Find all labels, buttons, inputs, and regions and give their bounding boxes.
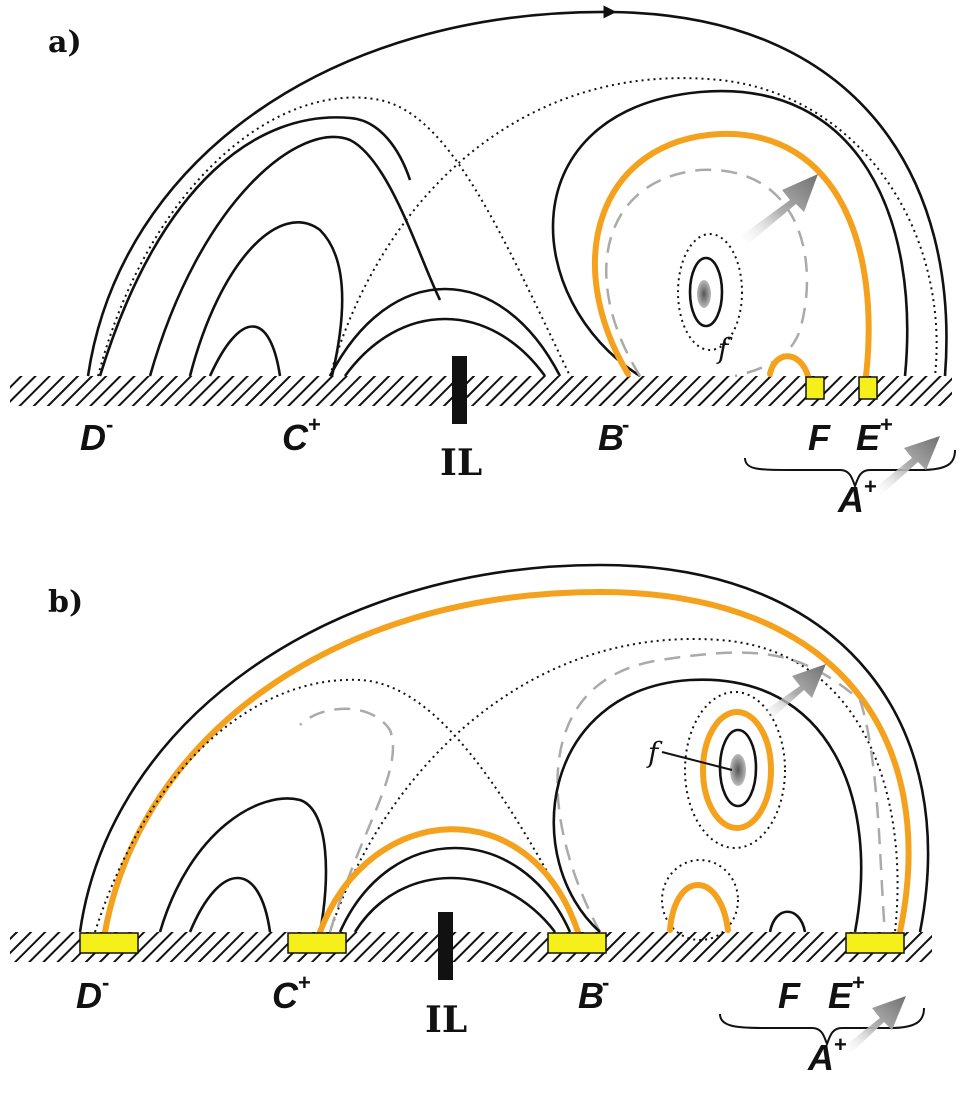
separatrix-right-b (329, 637, 899, 933)
cb-field-line-outer-b (338, 846, 572, 933)
rope-reconnected-loop-b (700, 709, 774, 831)
label-e-sign-a: + (880, 412, 893, 437)
label-e-sign-b: + (852, 970, 865, 995)
label-a-a: A (837, 479, 864, 520)
il-label-b: IL (425, 999, 467, 1041)
label-a-sign-b: + (834, 1032, 847, 1057)
rope-separatrix-b (684, 691, 786, 849)
dc-inner-field-line-a (188, 221, 344, 377)
footpoint-f-a (805, 376, 825, 400)
rope-rise-arrow-b (760, 664, 826, 722)
footpoint-e-a (858, 376, 878, 400)
dc-inner-field-line-b (188, 876, 272, 933)
dc-field-line-outer-a (98, 116, 412, 377)
footpoint-b-b (547, 932, 607, 954)
label-f-b: F (778, 975, 801, 1016)
flux-rope-b (718, 728, 758, 808)
label-b-sign-a: - (622, 412, 629, 437)
small-reconnected-loop-a (767, 353, 811, 379)
ea-field-line-b (552, 678, 863, 933)
label-d-sign-a: - (106, 412, 113, 437)
reconnected-loop-a (592, 130, 872, 379)
flux-rope-a (688, 256, 724, 328)
label-b-b: B (578, 975, 604, 1016)
label-b-a: B (598, 417, 624, 458)
inversion-line-a (452, 356, 467, 424)
outer-field-line-a (86, 5, 948, 377)
panel-a: a) f IL D - C (10, 5, 956, 520)
panel-a-label: a) (48, 25, 82, 60)
reconnected-loop-db-b (102, 588, 912, 935)
label-d-b: D (76, 975, 102, 1016)
dashed-field-line-left-b (299, 707, 395, 933)
region-brace-b (719, 1007, 925, 1047)
separatrix-left-b (94, 678, 581, 933)
rope-core-b (730, 754, 746, 786)
dc-innermost-field-line-a (208, 325, 282, 377)
label-c-a: C (282, 417, 309, 458)
rope-label-b: f (646, 736, 663, 769)
reconnected-loop-cb-b (317, 826, 581, 935)
region-arrow-b (842, 996, 906, 1054)
label-e-a: E (856, 417, 881, 458)
panel-b-label: b) (48, 585, 83, 620)
rope-rise-arrow-a (738, 174, 818, 246)
label-c-sign-a: + (308, 412, 321, 437)
dc-field-line-b (158, 797, 328, 933)
footpoint-e-b (845, 932, 905, 954)
panel-b: b) f (10, 563, 932, 1078)
lower-separatrix-b (661, 859, 739, 941)
cb-field-line-outer-a (328, 287, 562, 377)
ea-field-line-a (551, 89, 909, 378)
label-d-sign-b: - (102, 970, 109, 995)
dashed-field-line-a (605, 168, 809, 378)
label-c-b: C (272, 975, 299, 1016)
label-c-sign-b: + (298, 970, 311, 995)
photosphere-b (10, 932, 932, 962)
dc-field-line-a (148, 135, 442, 377)
footpoint-c-b (287, 932, 347, 954)
dashed-field-line-right-b (556, 651, 887, 933)
label-a-sign-a: + (864, 474, 877, 499)
rope-separatrix-a (677, 233, 743, 351)
label-b-sign-b: - (602, 970, 609, 995)
footpoint-d-b (79, 932, 139, 954)
label-f-a: F (808, 417, 831, 458)
il-label-a: IL (440, 442, 482, 484)
separatrix-right-a (329, 77, 938, 377)
small-field-line-b (768, 910, 807, 933)
label-a-b: A (807, 1037, 834, 1078)
outer-field-line-b (78, 563, 930, 933)
label-e-b: E (828, 975, 853, 1016)
region-brace-a (744, 449, 956, 489)
cb-field-line-inner-a (343, 317, 547, 377)
rope-label-a: f (716, 332, 733, 365)
rope-core-a (697, 280, 711, 308)
label-d-a: D (80, 417, 106, 458)
small-reconnected-loop-b (667, 882, 731, 933)
photosphere-a (10, 376, 952, 406)
region-arrow-a (872, 436, 940, 496)
rope-leader-b (661, 751, 733, 771)
inversion-line-b (438, 912, 453, 980)
cb-field-line-inner-b (353, 876, 557, 933)
